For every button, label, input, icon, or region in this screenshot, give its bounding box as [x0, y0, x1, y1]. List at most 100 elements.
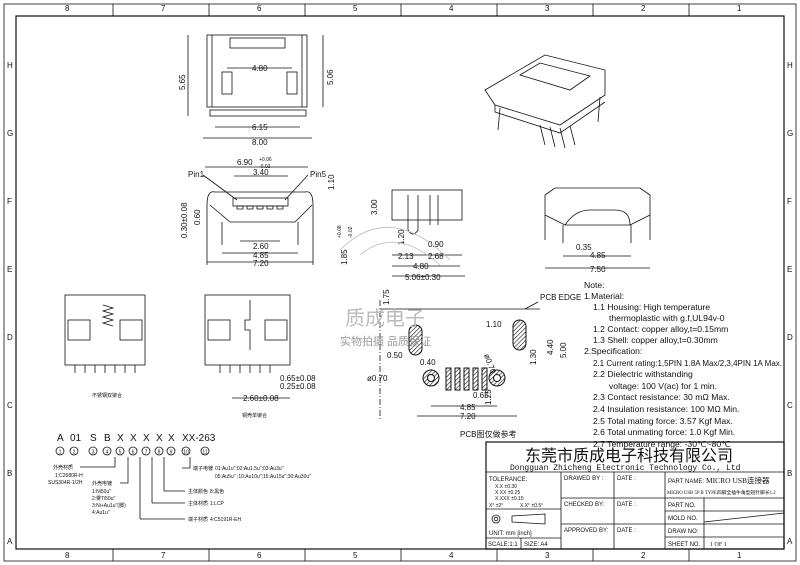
sheet-no-value: 1 OF 1 [710, 542, 727, 548]
legend-value: 1:LCP [210, 501, 225, 507]
note-line: 2.1 Current rating:1,5PIN 1.8A Max/2,3,4… [593, 359, 782, 368]
dim-label: 1.85 [340, 249, 349, 265]
side-view: 3.00 1.20 0.90 2.13 2.68 4.80 5.06±0.30 [370, 189, 465, 282]
date-label: DATE : [617, 502, 636, 508]
index-number: 4 [106, 450, 109, 456]
pin5-label: Pin5 [310, 170, 327, 179]
index-circle [102, 446, 112, 456]
dim-label: 0.60 [193, 209, 202, 225]
frame-row-label: D [787, 333, 793, 342]
frame-row-label: H [7, 61, 13, 70]
dim-label: 0.25±0.08 [280, 382, 316, 391]
note-line: 2.7 Temperature range: -30℃~80℃ [593, 439, 731, 449]
frame-row-label: B [7, 469, 12, 478]
index-number: 8 [158, 450, 161, 456]
sheet-no-label: SHEET NO. [668, 542, 701, 548]
draw-no-label: DRAW NO: [668, 529, 699, 535]
index-number: 6 [132, 450, 135, 456]
dim-label: 8.00 [252, 138, 268, 147]
dim-label: 3.00 [370, 199, 379, 215]
dim-label: 0.30±0.08 [180, 202, 189, 238]
dim-label: 4.85 [590, 251, 606, 260]
frame-column-label: 1 [737, 4, 742, 13]
dim-label: +0.06 [259, 157, 272, 163]
index-number: 7 [145, 450, 148, 456]
dim-label: 1.20 [397, 229, 406, 245]
legend-label: 外壳材质 [53, 464, 73, 471]
part-name-label: PART NAME: [668, 479, 704, 485]
legend-label: 外壳电镀 [92, 480, 112, 487]
index-number: 5 [119, 450, 122, 456]
frame-row-label: F [7, 197, 12, 206]
dim-label: -0.02 [259, 164, 271, 170]
drawed-by-label: DRAWED BY : [564, 476, 604, 482]
code-segment: XX-263 [182, 433, 216, 444]
right-view: 0.35 4.85 7.50 [544, 187, 651, 274]
legend-value: 01:Au1u'';02:Au1.5u'';03:Au3u'' [215, 466, 284, 472]
frame-column-label: 4 [449, 551, 454, 560]
tolerance-value: X° ±2° [489, 503, 503, 509]
index-circle [115, 446, 125, 456]
scale-label: SCALE:1:1 [488, 542, 518, 548]
note-line: 1.3 Shell: copper alloy,t=0.30mm [593, 335, 718, 345]
note-line: 2.3 Contact resistance: 30 mΩ Max. [593, 392, 730, 402]
frame-column-label: 2 [641, 4, 646, 13]
frame-column-label: 6 [257, 4, 262, 13]
index-number: 9 [170, 450, 173, 456]
tolerance-value: X.X° ±0.5° [520, 503, 543, 509]
dim-label: 0.65 [473, 391, 489, 400]
part-no-label: PART NO. [668, 503, 696, 509]
index-circle [154, 446, 164, 456]
dim-label: 3.40 [253, 168, 269, 177]
frame-row-label: C [787, 401, 793, 410]
frame-column-label: 7 [161, 551, 166, 560]
index-number: 11 [202, 450, 207, 456]
index-number: 10 [183, 450, 189, 456]
frame-row-label: H [787, 61, 793, 70]
dim-label: 5.06±0.30 [405, 273, 441, 282]
frame-column-label: 8 [65, 551, 70, 560]
code-segment: X [130, 433, 137, 444]
index-circle [88, 446, 98, 456]
frame-column-label: 8 [65, 4, 70, 13]
dim-label: 2.60 [253, 242, 269, 251]
dim-label: 2.68 [428, 252, 444, 261]
dim-label: 6.15 [252, 123, 268, 132]
dim-label: 1.25 [484, 389, 493, 405]
approved-by-label: APPROVED BY: [564, 528, 609, 534]
dim-label: 5.00 [559, 342, 568, 358]
legend-label: 主体颜色 [188, 488, 208, 495]
dim-label: 1.75 [382, 289, 391, 305]
frame-column-label: 5 [353, 551, 358, 560]
note-line: 2.5 Total mating force: 3.57 Kgf Max. [593, 416, 733, 426]
dim-label: 4.85 [460, 403, 476, 412]
part-name: MICRO USB连接器 [706, 475, 770, 485]
tolerance-value: X.XX ±0.25 [495, 490, 520, 496]
dim-label: 4.80 [413, 262, 429, 271]
date-label: DATE : [617, 476, 636, 482]
frame-row-label: G [7, 129, 13, 138]
legend-value: 3:Ni+Au1u''(脚) [92, 502, 126, 509]
frame-row-label: B [787, 469, 792, 478]
top-view: 4.80 5.65 5.06 6.15 8.00 [178, 34, 335, 147]
bottom-view-left: 不锈钢双铆合 [64, 294, 146, 399]
note-line: 1.Material: [584, 291, 624, 301]
watermark-title: 质成电子 [345, 307, 425, 330]
dim-label: ø0.70 [367, 374, 388, 383]
dim-label: 0.65±0.08 [280, 374, 316, 383]
tolerance-label: TOLERANCE: [489, 477, 528, 483]
company-name-cn: 东莞市质成电子科技有限公司 [525, 447, 733, 465]
index-number: 1 [59, 450, 62, 456]
index-circle [69, 446, 79, 456]
tolerance-value: X.X ±0.30 [495, 484, 517, 490]
unit-label: UNIT: mm [inch] [489, 531, 532, 537]
part-description: MICRO USB 5P B TYPE四脚全插牛角型短针脚长1.2 [667, 489, 776, 496]
checked-by-label: CHECKED BY: [564, 502, 605, 508]
caption: 不锈钢双铆合 [92, 392, 122, 399]
dim-label: +0.08 [337, 225, 343, 238]
frame-column-label: 1 [737, 551, 742, 560]
frame-column-label: 7 [161, 4, 166, 13]
dim-label: 7.20 [460, 412, 476, 421]
